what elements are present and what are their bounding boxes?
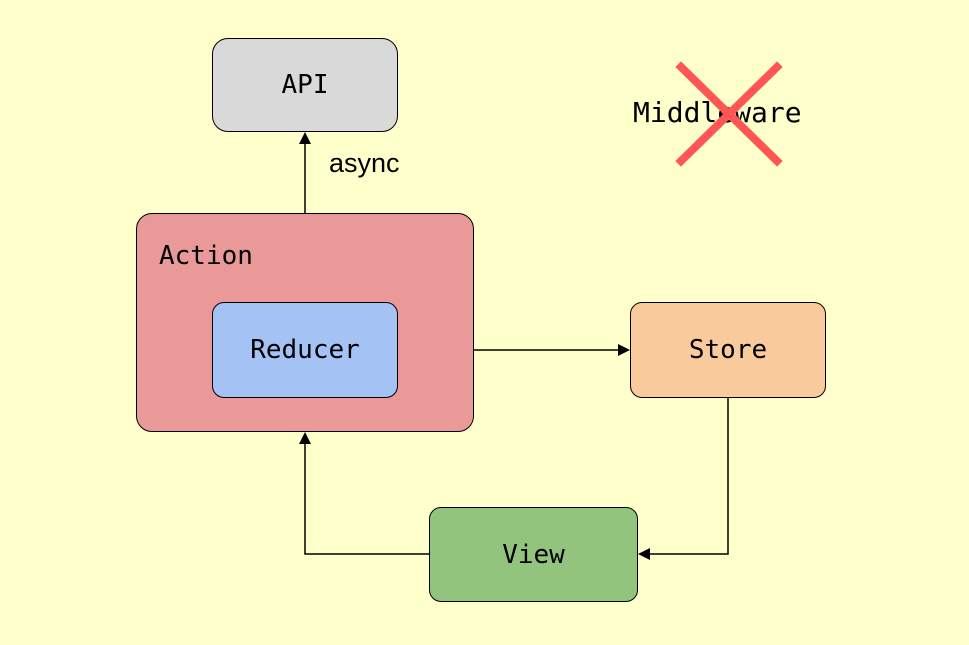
edge-store-to-view [638,398,729,560]
edge-view-to-action [299,432,429,555]
async-edge-label: async [329,148,400,178]
api-label: API [281,70,329,100]
reducer-label: Reducer [250,335,360,365]
store-node: Store [630,302,826,398]
store-label: Store [688,335,768,365]
view-node: View [429,507,638,602]
action-label: Action [159,241,253,271]
api-node: API [212,38,398,132]
view-label: View [502,539,565,570]
reducer-node: Reducer [212,302,398,398]
